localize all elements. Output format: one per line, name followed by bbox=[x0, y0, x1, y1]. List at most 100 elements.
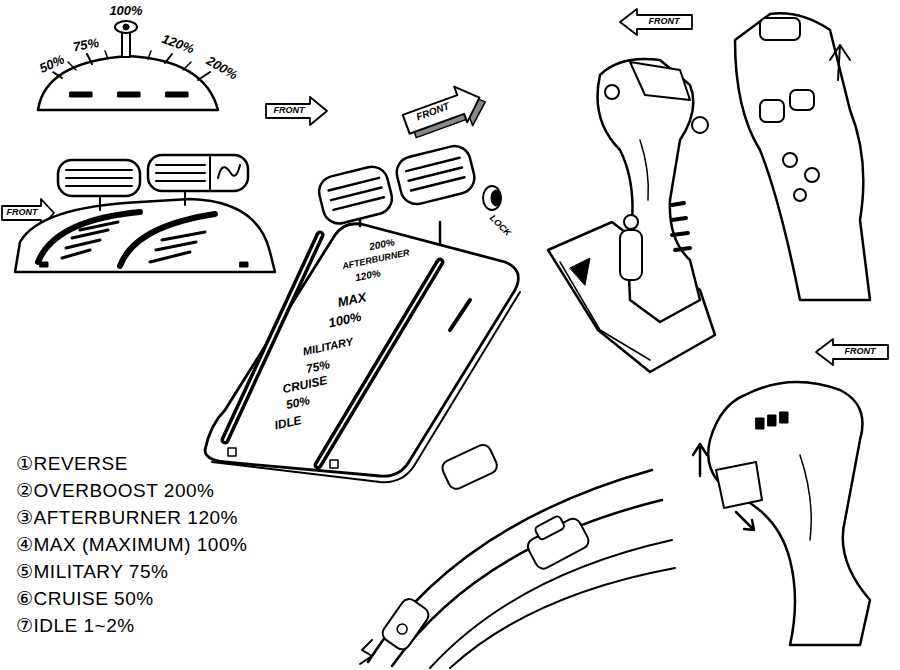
lever-rails bbox=[380, 596, 432, 653]
lever-rails bbox=[395, 622, 409, 636]
lever-rails bbox=[380, 596, 432, 653]
setting-list-item: ④MAX (MAXIMUM) 100% bbox=[16, 535, 247, 555]
setting-list-item: ①REVERSE bbox=[16, 454, 128, 474]
throttle-label: FRONT bbox=[844, 347, 877, 356]
throttle-label: 75% bbox=[304, 358, 332, 376]
throttle-label: 200% bbox=[203, 53, 240, 82]
throttle-label: MILITARY bbox=[301, 336, 355, 358]
throttle-label: LOCK bbox=[487, 213, 513, 239]
small-throttle bbox=[40, 262, 48, 267]
small-throttle bbox=[218, 165, 240, 178]
small-throttle bbox=[15, 199, 275, 272]
small-throttle bbox=[58, 160, 140, 196]
setting-list-item: ②OVERBOOST 200% bbox=[16, 481, 214, 501]
joystick bbox=[598, 59, 701, 322]
main-throttle bbox=[393, 143, 477, 208]
hand-grip bbox=[756, 418, 764, 429]
hand-grip bbox=[693, 444, 707, 476]
main-throttle bbox=[225, 235, 320, 440]
throttle-gauge bbox=[115, 21, 137, 33]
lever-rails bbox=[450, 568, 675, 668]
small-throttle bbox=[62, 222, 118, 258]
main-throttle bbox=[491, 190, 501, 206]
throttle-gauge bbox=[166, 92, 188, 97]
throttle-label: 120% bbox=[353, 268, 382, 284]
throttle-label: 75% bbox=[71, 36, 101, 54]
setting-list-item: ⑥CRUISE 50% bbox=[16, 589, 154, 609]
joystick bbox=[672, 203, 690, 250]
joystick bbox=[570, 258, 590, 285]
front-arrow bbox=[266, 97, 327, 125]
small-throttle bbox=[209, 157, 211, 189]
hand-grip bbox=[708, 382, 870, 645]
throttle-gauge bbox=[118, 92, 140, 97]
main-throttle bbox=[225, 235, 320, 440]
joystick bbox=[783, 153, 797, 167]
joystick bbox=[735, 13, 870, 300]
lever-rails bbox=[534, 515, 565, 541]
lever-rails bbox=[360, 640, 372, 664]
throttle-gauge bbox=[38, 21, 218, 110]
lever-rails bbox=[525, 516, 591, 571]
lever-rails bbox=[368, 470, 652, 662]
setting-list-item: ③AFTERBURNER 120% bbox=[16, 508, 238, 528]
main-throttle bbox=[439, 222, 442, 245]
lever-rails bbox=[392, 500, 662, 666]
throttle-gauge bbox=[123, 24, 129, 30]
main-throttle bbox=[450, 300, 470, 330]
front-arrow bbox=[816, 339, 888, 365]
throttle-label: FRONT bbox=[273, 106, 306, 115]
joystick bbox=[760, 18, 800, 40]
throttle-gauge bbox=[183, 62, 191, 70]
throttle-gauge bbox=[122, 30, 130, 57]
joystick bbox=[794, 189, 806, 201]
throttle-gauge bbox=[105, 51, 108, 59]
joystick bbox=[620, 230, 642, 280]
joystick bbox=[605, 85, 619, 99]
main-throttle bbox=[318, 262, 440, 465]
hand-grip bbox=[736, 512, 754, 530]
lever-rails bbox=[440, 442, 500, 491]
joystick bbox=[624, 215, 638, 229]
joystick bbox=[790, 90, 814, 110]
main-throttle bbox=[329, 178, 384, 210]
joystick bbox=[640, 140, 648, 200]
throttle-gauge bbox=[68, 62, 76, 70]
hand-grip bbox=[716, 462, 762, 508]
main-throttle bbox=[316, 143, 478, 227]
small-throttle bbox=[120, 214, 215, 266]
throttle-label: FRONT bbox=[6, 208, 39, 217]
lever-rails bbox=[360, 442, 675, 668]
throttle-label: 50% bbox=[36, 52, 67, 76]
throttle-gauge bbox=[198, 72, 210, 80]
lever-rails bbox=[440, 442, 500, 491]
main-throttle bbox=[330, 460, 338, 468]
joystick bbox=[830, 45, 850, 80]
small-throttle bbox=[15, 155, 275, 272]
small-throttle bbox=[240, 262, 248, 267]
joystick bbox=[760, 100, 784, 122]
throttle-label: FRONT bbox=[648, 17, 681, 26]
front-arrow-3d bbox=[400, 78, 492, 146]
joystick bbox=[692, 117, 708, 133]
throttle-label: 100% bbox=[108, 4, 143, 18]
setting-list-item: ⑤MILITARY 75% bbox=[16, 562, 168, 582]
main-throttle bbox=[205, 143, 520, 482]
hand-grip bbox=[800, 455, 811, 540]
lever-rails bbox=[521, 508, 591, 571]
small-throttle bbox=[66, 170, 132, 186]
small-throttle bbox=[150, 232, 205, 262]
main-throttle bbox=[318, 262, 440, 465]
throttle-gauge bbox=[87, 54, 92, 64]
main-throttle bbox=[228, 448, 236, 456]
main-throttle bbox=[406, 158, 464, 191]
hand-grip bbox=[768, 415, 776, 426]
joystick bbox=[548, 13, 870, 372]
throttle-label: CRUISE bbox=[281, 374, 330, 396]
throttle-label: FRONT bbox=[414, 101, 452, 123]
main-throttle bbox=[205, 224, 518, 476]
throttle-gauge bbox=[148, 51, 151, 59]
throttle-label: IDLE bbox=[272, 414, 303, 432]
front-arrow-3d bbox=[400, 80, 486, 142]
